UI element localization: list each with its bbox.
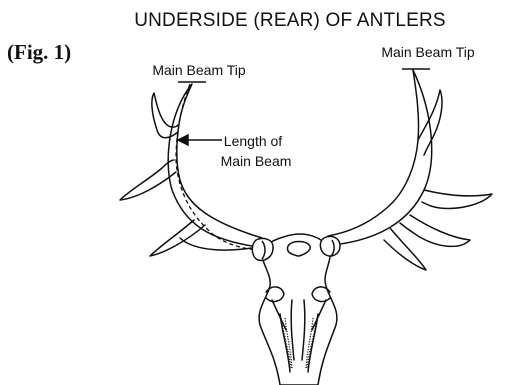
- length-of-label: Length of: [224, 133, 282, 149]
- length-arrow: [178, 135, 222, 145]
- left-main-beam-tip-label: Main Beam Tip: [152, 62, 246, 78]
- teeth-rows: [281, 318, 317, 368]
- skull: [259, 234, 337, 385]
- right-main-beam-tip-label: Main Beam Tip: [381, 44, 475, 60]
- right-burr: [320, 236, 340, 256]
- right-antler: [328, 70, 492, 270]
- left-burr: [252, 238, 273, 260]
- left-antler: [120, 84, 262, 256]
- main-beam-label: Main Beam: [221, 153, 292, 169]
